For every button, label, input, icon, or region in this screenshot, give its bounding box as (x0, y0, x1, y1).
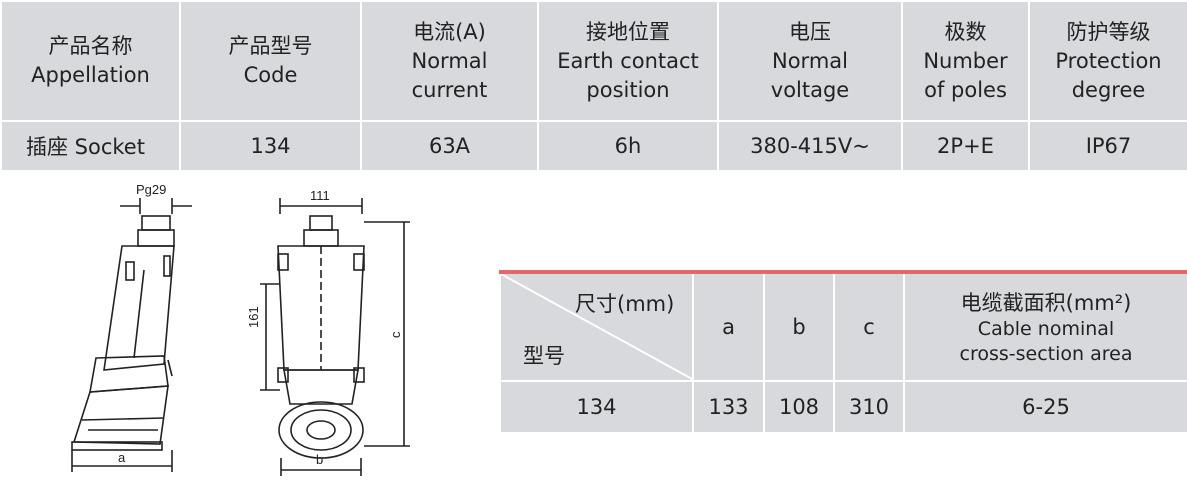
side-bottom-dimension-label: a (118, 450, 126, 465)
value-model: 134 (499, 380, 694, 434)
header-dim-b: b (763, 271, 835, 382)
value-dim-b: 108 (763, 380, 835, 434)
dimensions-corner-cell: 尺寸(mm) 型号 (499, 271, 694, 382)
header-dim-a: a (692, 271, 765, 382)
header-appellation: 产品名称 Appellation (0, 0, 181, 122)
header-dim-c: c (833, 271, 905, 382)
front-right-dimension-label: c (388, 331, 403, 338)
corner-diagonal-line (501, 274, 694, 380)
value-appellation: 插座 Socket (0, 120, 181, 172)
value-current: 63A (360, 120, 539, 172)
value-code: 134 (179, 120, 362, 172)
header-earth-contact: 接地位置 Earth contact position (537, 0, 719, 122)
front-top-dimension-label: 111 (310, 188, 330, 203)
front-view-drawing (260, 198, 410, 476)
value-cable-section: 6-25 (903, 380, 1187, 434)
cable-title: 电缆截面积(mm²) (960, 291, 1132, 315)
dimensions-header-row: 尺寸(mm) 型号 a b c 电缆截面积(mm²) Cable nominal… (499, 271, 1187, 382)
header-cable-section: 电缆截面积(mm²) Cable nominal cross-section a… (903, 271, 1187, 382)
header-protection: 防护等级 Protection degree (1028, 0, 1187, 122)
corner-model-label: 型号 (523, 344, 565, 368)
value-dim-c: 310 (833, 380, 905, 434)
cable-line-1: Cable nominal (977, 318, 1115, 340)
front-bottom-dimension-label: b (316, 452, 323, 467)
dimensions-table: 尺寸(mm) 型号 a b c 电缆截面积(mm²) Cable nominal… (499, 270, 1187, 434)
side-view-drawing (71, 198, 192, 472)
front-left-dimension-label: 161 (246, 306, 261, 328)
spec-header-row: 产品名称 Appellation 产品型号 Code 电流(A) Normal … (0, 0, 1187, 122)
value-voltage: 380-415V~ (717, 120, 903, 172)
value-earth-contact: 6h (537, 120, 719, 172)
side-top-dimension-label: Pg29 (136, 182, 166, 197)
value-dim-a: 133 (692, 380, 765, 434)
dimensions-value-row: 134 133 108 310 6-25 (499, 380, 1187, 434)
spec-value-row: 插座 Socket 134 63A 6h 380-415V~ 2P+E IP67 (0, 120, 1187, 172)
header-code: 产品型号 Code (179, 0, 362, 122)
header-current: 电流(A) Normal current (360, 0, 539, 122)
header-voltage: 电压 Normal voltage (717, 0, 903, 122)
corner-size-label: 尺寸(mm) (575, 292, 675, 316)
spec-table: 产品名称 Appellation 产品型号 Code 电流(A) Normal … (0, 0, 1187, 172)
socket-technical-drawing: Pg29 a 111 161 c b (71, 182, 410, 476)
value-poles: 2P+E (901, 120, 1030, 172)
header-poles: 极数 Number of poles (901, 0, 1030, 122)
value-protection: IP67 (1028, 120, 1187, 172)
cable-line-2: cross-section area (959, 343, 1133, 365)
